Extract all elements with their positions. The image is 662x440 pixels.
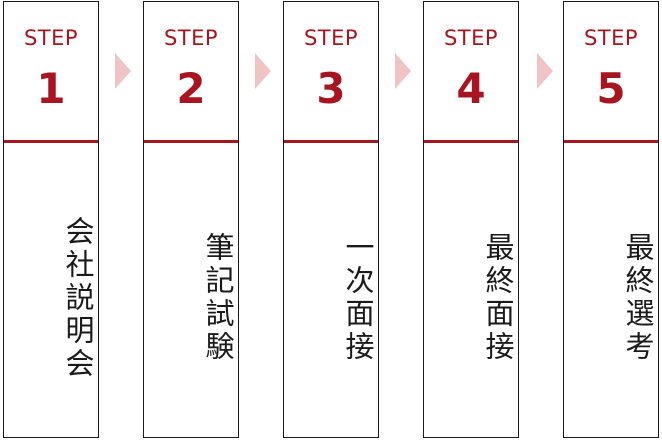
- step-number-4: 4: [456, 64, 486, 113]
- chevron-right-icon: [115, 53, 131, 89]
- step-word-3: STEP: [303, 26, 359, 50]
- step-header-4: STEP 4: [424, 2, 518, 143]
- chevron-right-icon: [537, 53, 553, 89]
- step-label-5: 最終選考: [621, 232, 655, 364]
- step-card-1: STEP 1 会社説明会: [3, 1, 99, 438]
- chevron-right-icon: [255, 53, 271, 89]
- step-card-2: STEP 2 筆記試験: [143, 1, 239, 438]
- step-word-1: STEP: [23, 26, 79, 50]
- step-label-4: 最終面接: [481, 232, 515, 364]
- step-word-2: STEP: [163, 26, 219, 50]
- step-header-5: STEP 5: [564, 2, 658, 143]
- step-word-5: STEP: [583, 26, 639, 50]
- step-card-4: STEP 4 最終面接: [423, 1, 519, 438]
- step-number-1: 1: [36, 64, 66, 113]
- step-label-2: 筆記試験: [201, 232, 235, 364]
- step-header-2: STEP 2: [144, 2, 238, 143]
- step-label-1: 会社説明会: [61, 215, 95, 381]
- chevron-right-icon: [395, 53, 411, 89]
- step-label-3: 一次面接: [341, 232, 375, 364]
- step-card-5: STEP 5 最終選考: [563, 1, 659, 438]
- step-card-3: STEP 3 一次面接: [283, 1, 379, 438]
- step-header-3: STEP 3: [284, 2, 378, 143]
- step-header-1: STEP 1: [4, 2, 98, 143]
- step-number-5: 5: [596, 64, 626, 113]
- step-number-3: 3: [316, 64, 346, 113]
- step-word-4: STEP: [443, 26, 499, 50]
- step-number-2: 2: [176, 64, 206, 113]
